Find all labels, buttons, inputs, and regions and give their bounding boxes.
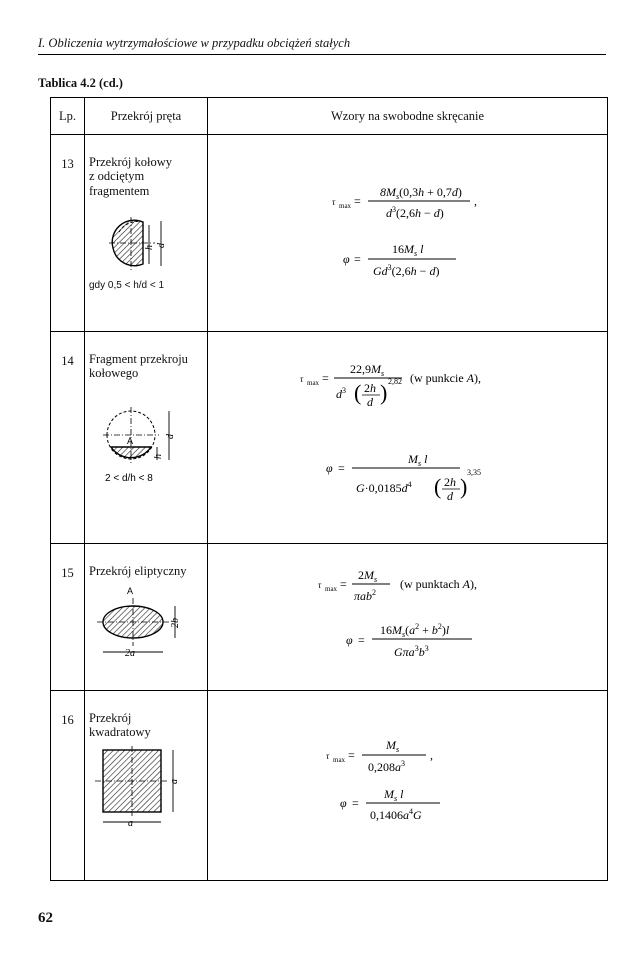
svg-text:max: max	[325, 585, 338, 593]
row-number: 15	[50, 543, 85, 691]
dim-label: 2a	[125, 648, 135, 659]
col-header-formulas: Wzory na swobodne skręcanie	[207, 97, 608, 135]
svg-text:φ: φ	[346, 633, 353, 647]
svg-text:φ: φ	[340, 796, 347, 810]
svg-text:2Ms: 2Ms	[358, 568, 377, 584]
svg-text:d3: d3	[336, 386, 346, 401]
point-label: A	[127, 586, 133, 596]
running-header: I. Obliczenia wytrzymałościowe w przypad…	[38, 36, 606, 55]
svg-text:=: =	[354, 252, 361, 266]
condition-text: 2 < d/h < 8	[105, 473, 153, 484]
svg-text:τ: τ	[318, 580, 322, 590]
ellipse-figure: A 2b 2a	[97, 586, 181, 659]
row-number: 13	[50, 134, 85, 332]
col-header-lp: Lp.	[50, 97, 85, 135]
svg-text:d: d	[367, 395, 374, 409]
svg-text:16Ms(a2 + b2)l: 16Ms(a2 + b2)l	[380, 622, 450, 639]
svg-text:Ms l: Ms l	[383, 787, 404, 803]
section-cell: Przekrój eliptyczny A 2b 2a	[84, 543, 208, 691]
svg-text:Ms: Ms	[385, 738, 399, 754]
svg-text:8Ms(0,3h + 0,7d): 8Ms(0,3h + 0,7d)	[380, 185, 462, 201]
svg-text:): )	[380, 380, 387, 405]
svg-text:=: =	[322, 371, 329, 385]
svg-text:max: max	[339, 202, 352, 210]
dim-label: h	[144, 245, 155, 250]
svg-text:πab2: πab2	[354, 588, 376, 603]
section-name: Przekrój kołowy z odciętym fragmentem	[89, 155, 172, 198]
circle-segment-figure: A h d 2 < d/h < 8	[103, 406, 176, 484]
svg-text:φ: φ	[343, 252, 350, 266]
svg-text:=: =	[352, 796, 359, 810]
row-number: 14	[50, 331, 85, 544]
svg-text:(w punktach A),: (w punktach A),	[400, 577, 477, 591]
dim-label: 2b	[170, 618, 181, 628]
section-cell: Fragment przekroju kołowego A h	[84, 331, 208, 544]
svg-text:=: =	[348, 748, 355, 762]
table-row: 13 Przekrój kołowy z odciętym fragmentem	[50, 134, 608, 332]
svg-text:Gd3(2,6h − d): Gd3(2,6h − d)	[373, 263, 439, 278]
svg-text:τ: τ	[300, 374, 304, 384]
svg-text:(w punkcie A),: (w punkcie A),	[410, 371, 481, 385]
formula-table: Lp. Przekrój pręta Wzory na swobodne skr…	[50, 97, 608, 881]
dim-label: h	[153, 454, 164, 459]
svg-text:(: (	[354, 380, 361, 405]
dim-label: d	[156, 242, 167, 248]
svg-text:=: =	[358, 633, 365, 647]
svg-text:22,9Ms: 22,9Ms	[350, 362, 384, 378]
svg-text:d: d	[447, 489, 454, 503]
svg-text:=: =	[340, 577, 347, 591]
svg-text:16Ms l: 16Ms l	[392, 242, 424, 258]
table-row: 14 Fragment przekroju kołowego A	[50, 331, 608, 544]
svg-text:τ: τ	[326, 751, 330, 761]
dim-label: a	[169, 779, 180, 784]
svg-text:max: max	[333, 756, 346, 764]
svg-text:Gπa3b3: Gπa3b3	[394, 644, 429, 659]
svg-text:2,82: 2,82	[388, 377, 402, 386]
svg-text:φ: φ	[326, 461, 333, 475]
section-cell: Przekrój kwadratowy a a	[84, 690, 208, 881]
col-header-section: Przekrój pręta	[84, 97, 208, 135]
svg-text:d3(2,6h − d): d3(2,6h − d)	[386, 205, 444, 220]
svg-text:): )	[460, 474, 467, 499]
section-cell: Przekrój kołowy z odciętym fragmentem h …	[84, 134, 208, 332]
svg-text:=: =	[354, 194, 361, 208]
svg-text:max: max	[307, 379, 320, 387]
page-number: 62	[38, 910, 53, 926]
svg-text:(: (	[434, 474, 441, 499]
row-number: 16	[50, 690, 85, 881]
svg-text:τ: τ	[332, 197, 336, 207]
section-name: Przekrój eliptyczny	[89, 564, 187, 578]
svg-text:2h: 2h	[364, 381, 376, 395]
svg-text:G·0,0185d4: G·0,0185d4	[356, 480, 412, 495]
table-row: 16 Przekrój kwadratowy a a	[50, 690, 608, 881]
svg-text:,: ,	[430, 748, 433, 762]
cut-circle-figure: h d	[109, 217, 167, 271]
svg-text:=: =	[338, 461, 345, 475]
dim-label: d	[165, 433, 176, 439]
svg-text:3,35: 3,35	[467, 468, 481, 477]
section-name: Przekrój kwadratowy	[89, 711, 151, 740]
svg-text:0,1406a4G: 0,1406a4G	[370, 807, 422, 822]
table-row: 15 Przekrój eliptyczny A 2b	[50, 543, 608, 691]
svg-text:0,208a3: 0,208a3	[368, 759, 405, 774]
svg-text:,: ,	[474, 194, 477, 208]
section-name: Fragment przekroju kołowego	[89, 352, 188, 381]
condition-text: gdy 0,5 < h/d < 1	[89, 280, 165, 292]
square-figure: a a	[95, 745, 180, 829]
point-label: A	[127, 436, 133, 446]
table-caption: Tablica 4.2 (cd.)	[38, 76, 123, 90]
svg-text:2h: 2h	[444, 475, 456, 489]
svg-text:Ms l: Ms l	[407, 452, 428, 468]
dim-label: a	[128, 818, 133, 829]
